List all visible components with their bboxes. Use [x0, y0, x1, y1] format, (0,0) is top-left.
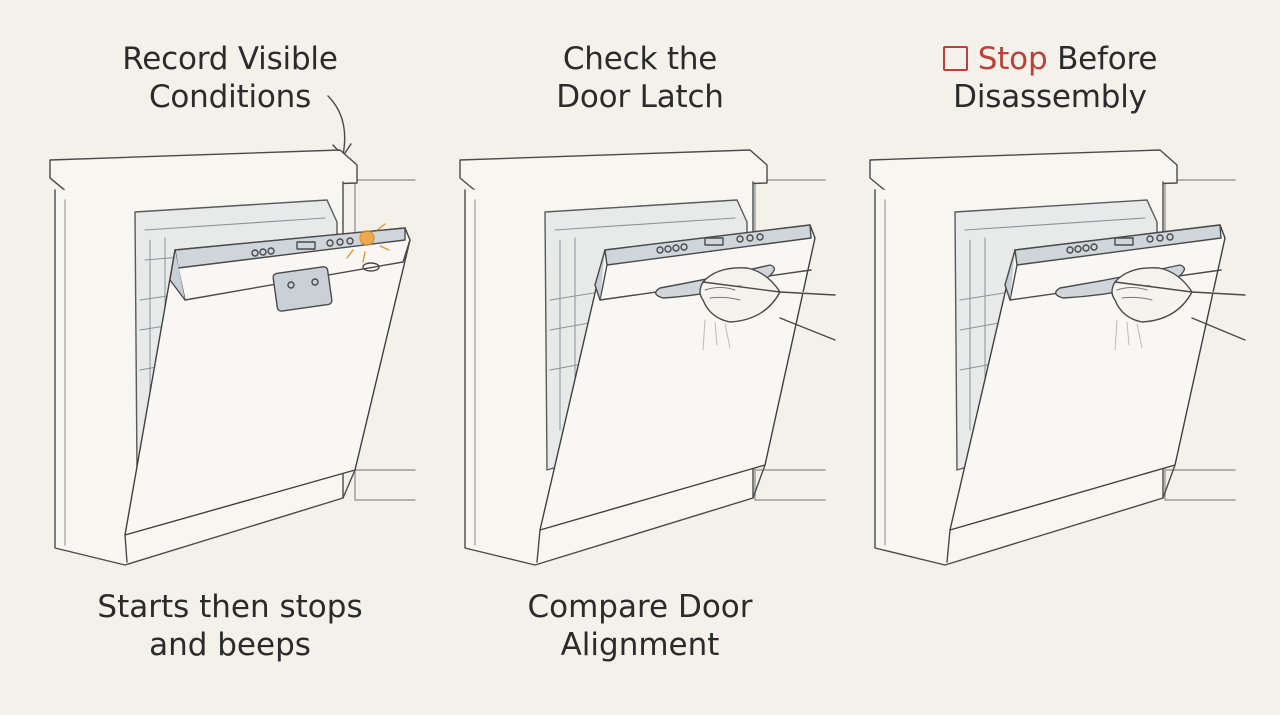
step-caption-line-2: and beeps	[149, 627, 311, 663]
step-title-line-2: Door Latch	[556, 79, 724, 115]
step-title-line-1: Stop Before	[845, 40, 1255, 78]
indicator-light-glow	[359, 230, 375, 246]
step-caption: Compare Door Alignment	[435, 588, 845, 664]
step-panel-check-door-latch: Check the Door Latch Compare Door Alignm…	[435, 0, 845, 715]
step-caption: Starts then stops and beeps	[25, 588, 435, 664]
step-panel-stop-before-disassembly: Stop Before Disassembly	[845, 0, 1255, 715]
dishwasher-illustration	[869, 149, 1246, 566]
dishwasher-illustration	[459, 149, 836, 566]
title-rest: Before	[1047, 41, 1158, 77]
pointer-arrow-icon	[327, 95, 346, 156]
hand-icon	[699, 267, 836, 323]
step-caption-line-1: Compare Door	[527, 589, 753, 625]
empty-checkbox-icon	[942, 46, 968, 71]
hand-icon	[1111, 267, 1246, 323]
step-title-line-1: Check the	[562, 41, 718, 77]
step-title: Check the Door Latch	[435, 40, 845, 116]
dishwasher-illustration	[49, 95, 416, 566]
step-caption-line-1: Starts then stops	[97, 589, 363, 625]
step-title: Record Visible Conditions	[25, 40, 435, 116]
step-title-line-2: Conditions	[148, 79, 312, 115]
step-panel-record-conditions: Record Visible Conditions	[25, 0, 435, 715]
step-title: Stop Before Disassembly	[845, 40, 1255, 116]
step-title-line-1: Record Visible	[122, 41, 338, 77]
stop-word: Stop	[977, 41, 1048, 77]
step-title-line-2: Disassembly	[953, 79, 1147, 115]
step-caption-line-2: Alignment	[560, 627, 720, 663]
